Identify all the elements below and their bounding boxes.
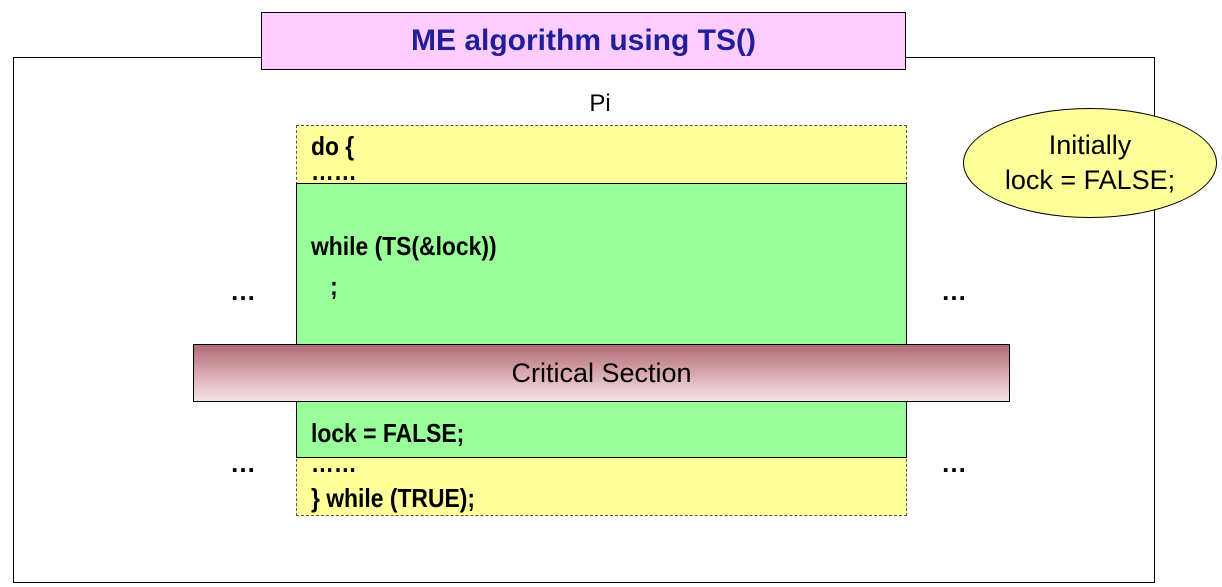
code-dots-top: ……: [311, 156, 357, 186]
code-semicolon-line: ;: [311, 271, 338, 301]
ellipsis-right-top: …: [941, 276, 967, 306]
code-do-line: do {: [311, 131, 355, 161]
initial-condition-note: Initially lock = FALSE;: [963, 108, 1217, 218]
ellipsis-right-bottom: …: [941, 448, 967, 478]
note-line-1: Initially: [1048, 129, 1132, 160]
process-label: Pi: [589, 90, 611, 117]
code-dots-bottom: ……: [311, 448, 357, 478]
ellipsis-left-top: …: [230, 276, 256, 306]
entry-exit-block: [296, 183, 907, 458]
note-line-2: lock = FALSE;: [1004, 165, 1176, 195]
critical-section-bar: Critical Section: [193, 344, 1010, 402]
code-while-line: while (TS(&lock)): [311, 231, 497, 261]
diagram-title: ME algorithm using TS(): [261, 12, 906, 70]
code-lock-release-line: lock = FALSE;: [311, 418, 465, 448]
ellipsis-left-bottom: …: [230, 448, 256, 478]
loop-start-block: [296, 125, 907, 185]
code-end-line: } while (TRUE);: [311, 483, 475, 513]
